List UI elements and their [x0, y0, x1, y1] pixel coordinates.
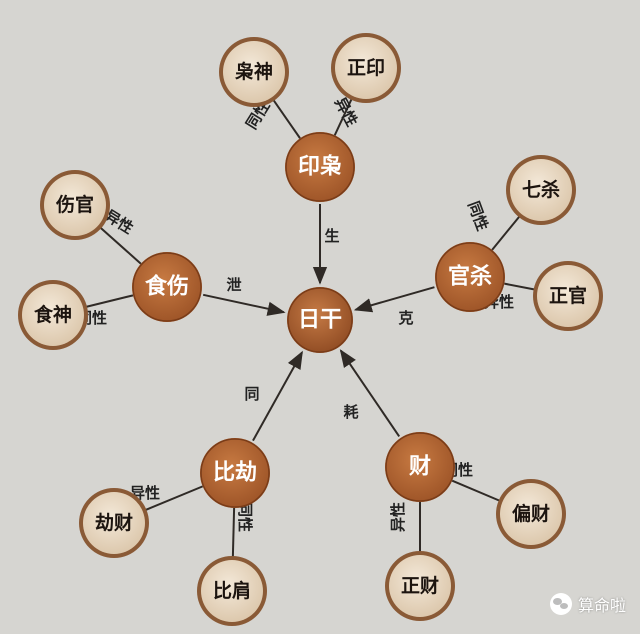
leaf-node-shangguan: 伤官: [40, 170, 110, 240]
relation-label-cai: 耗: [343, 403, 358, 421]
group-node-bijie: 比劫: [200, 438, 270, 508]
arrow-shishang-to-center: [202, 293, 286, 316]
leaf-label-shangguan: 伤官: [55, 193, 94, 216]
arrow-cai-to-center: [339, 349, 401, 437]
leaf-node-shishen: 食神: [18, 280, 88, 350]
leaf-node-zhengguan: 正官: [533, 261, 603, 331]
leaf-label-zhengyin: 正印: [347, 57, 385, 79]
leaf-label-zhengcai: 正财: [401, 574, 439, 597]
link-xiaoshen-to-yinxiao: [272, 99, 301, 139]
relation-label-bijie: 同: [244, 385, 259, 403]
arrow-bijie-to-center: [252, 350, 303, 442]
leaf-label-shishen: 食神: [34, 303, 72, 326]
leaf-label-jiecai: 劫财: [95, 511, 133, 534]
leaf-node-piancai: 偏财: [496, 479, 566, 549]
relation-label-shishang: 泄: [226, 276, 241, 294]
leaf-node-xiaoshen: 枭神: [219, 37, 289, 107]
group-node-cai: 财: [385, 432, 455, 502]
center-node-rigan: 日干: [287, 287, 353, 353]
group-label-shishang: 食伤: [145, 274, 189, 300]
link-zhengyin-to-yinxiao: [333, 98, 353, 136]
link-qisha-to-guansha: [491, 215, 521, 251]
leaf-label-piancai: 偏财: [512, 502, 550, 525]
leaf-node-zhengcai: 正财: [385, 551, 455, 621]
watermark-text: 算命啦: [577, 596, 626, 615]
relation-label-zhengcai: 异性: [389, 502, 407, 532]
link-zhengguan-to-guansha: [504, 282, 535, 291]
link-shangguan-to-shishang: [99, 226, 142, 265]
leaf-label-zhengguan: 正官: [549, 284, 587, 307]
group-label-bijie: 比劫: [213, 460, 257, 486]
center-label-rigan: 日干: [298, 308, 342, 333]
relation-label-bijian: 同性: [236, 502, 254, 532]
link-piancai-to-cai: [451, 479, 501, 502]
group-label-guansha: 官杀: [448, 264, 492, 290]
leaf-node-bijian: 比肩: [197, 556, 267, 626]
relation-label-yinxiao: 生: [324, 227, 339, 245]
leaf-label-bijian: 比肩: [213, 579, 251, 602]
group-node-guansha: 官杀: [435, 242, 505, 312]
link-jiecai-to-bijie: [145, 485, 204, 511]
leaf-label-xiaoshen: 枭神: [234, 60, 273, 83]
group-node-shishang: 食伤: [132, 252, 202, 322]
arrow-guansha-to-center: [353, 286, 435, 313]
leaf-node-jiecai: 劫财: [79, 488, 149, 558]
link-shishen-to-shishang: [85, 294, 134, 308]
leaf-node-zhengyin: 正印: [331, 33, 401, 103]
wechat-icon: [549, 593, 572, 615]
link-bijian-to-bijie: [231, 507, 236, 558]
relation-label-qisha: 同性: [464, 199, 491, 233]
watermark: 算命啦: [549, 592, 626, 616]
group-label-yinxiao: 印枭: [298, 154, 342, 180]
leaf-label-qisha: 七杀: [522, 178, 560, 201]
group-label-cai: 财: [409, 455, 431, 480]
leaf-node-qisha: 七杀: [506, 155, 576, 225]
relation-label-guansha: 克: [398, 309, 413, 327]
group-node-yinxiao: 印枭: [285, 132, 355, 202]
